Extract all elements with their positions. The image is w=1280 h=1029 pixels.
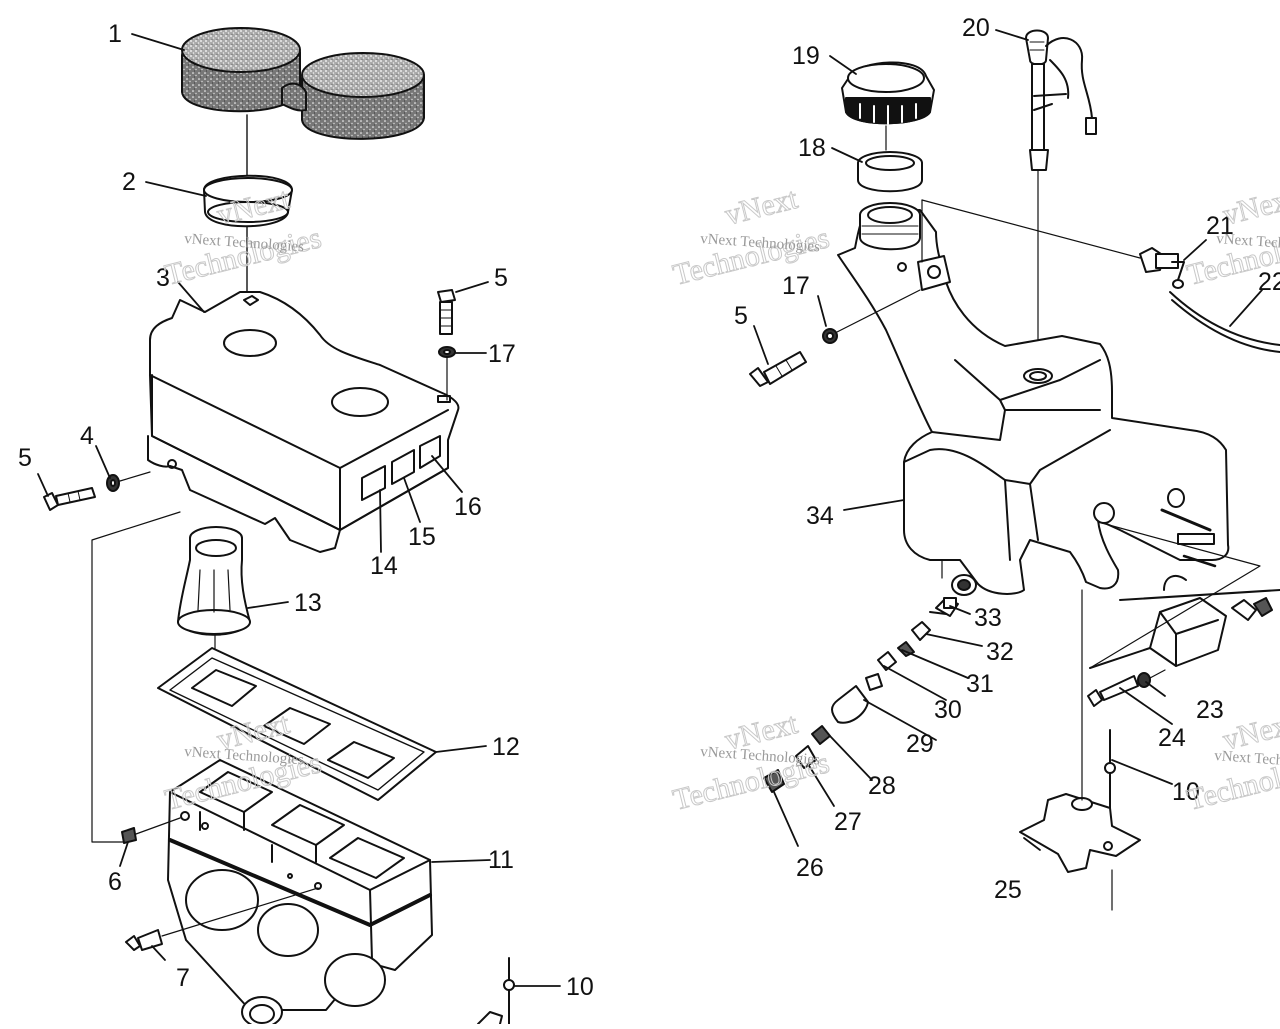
callout-19: 19 [792, 42, 820, 70]
callout-33: 33 [974, 604, 1002, 632]
callout-16: 16 [454, 493, 482, 521]
callout-22: 22 [1258, 268, 1280, 296]
callout-17-right: 17 [782, 272, 810, 300]
screw-part [437, 289, 456, 335]
callout-28: 28 [868, 772, 896, 800]
callout-10-right: 10 [1172, 778, 1200, 806]
pin-part [477, 957, 515, 1025]
callout-30: 30 [934, 696, 962, 724]
airbox-gasket-part [157, 647, 437, 801]
callout-2: 2 [122, 168, 136, 196]
callout-15: 15 [408, 523, 436, 551]
side-screw-part [43, 471, 151, 511]
callout-12: 12 [492, 733, 520, 761]
callout-3: 3 [156, 264, 170, 292]
fuel-sender-part [1025, 29, 1097, 171]
fuel-tank-part [837, 202, 1230, 596]
tank-bolt-part [749, 289, 921, 387]
callout-13: 13 [294, 589, 322, 617]
mount-bolt-part [1087, 669, 1166, 707]
callout-17-left: 17 [488, 340, 516, 368]
callout-27: 27 [834, 808, 862, 836]
mount-bracket-part [1019, 793, 1141, 873]
vent-hose-part [1169, 291, 1280, 353]
callout-labels: 1 2 3 5 17 4 5 16 15 14 13 12 11 6 7 10 … [18, 14, 1280, 1001]
callout-7: 7 [176, 964, 190, 992]
callout-5-right: 5 [734, 302, 748, 330]
airbox-base-part [167, 759, 433, 1011]
airbox-cover-part [147, 291, 460, 553]
callout-1: 1 [108, 20, 122, 48]
callout-26: 26 [796, 854, 824, 882]
filter-adapter-ring-part [203, 174, 293, 228]
callout-24: 24 [1158, 724, 1186, 752]
filter-bracket-part [1089, 574, 1280, 669]
drain-fitting-part [125, 887, 319, 951]
callout-23: 23 [1196, 696, 1224, 724]
callout-4: 4 [80, 422, 94, 450]
callout-5-top: 5 [494, 264, 508, 292]
fuel-line-fittings [763, 597, 959, 793]
watermark-big: vNext [722, 182, 802, 232]
watermark-big: vNext [1220, 182, 1280, 232]
callout-20: 20 [962, 14, 990, 42]
small-bolt-part [121, 817, 181, 844]
callout-14: 14 [370, 552, 398, 580]
callout-34: 34 [806, 502, 834, 530]
callout-5-left: 5 [18, 444, 32, 472]
callout-21: 21 [1206, 212, 1234, 240]
callout-10-left: 10 [566, 973, 594, 1001]
cap-gasket-part [857, 151, 923, 193]
vent-fitting-part [1139, 247, 1185, 289]
callout-32: 32 [986, 638, 1014, 666]
callout-6: 6 [108, 868, 122, 896]
intake-boot-part [177, 526, 251, 636]
callout-11: 11 [488, 846, 514, 874]
foam-filter-part [181, 27, 425, 140]
mount-pin-part [1104, 729, 1116, 811]
washer-part [438, 346, 456, 358]
callout-18: 18 [798, 134, 826, 162]
callout-25: 25 [994, 876, 1022, 904]
fuel-cap-part [841, 61, 935, 125]
callout-29: 29 [906, 730, 934, 758]
callout-31: 31 [966, 670, 994, 698]
